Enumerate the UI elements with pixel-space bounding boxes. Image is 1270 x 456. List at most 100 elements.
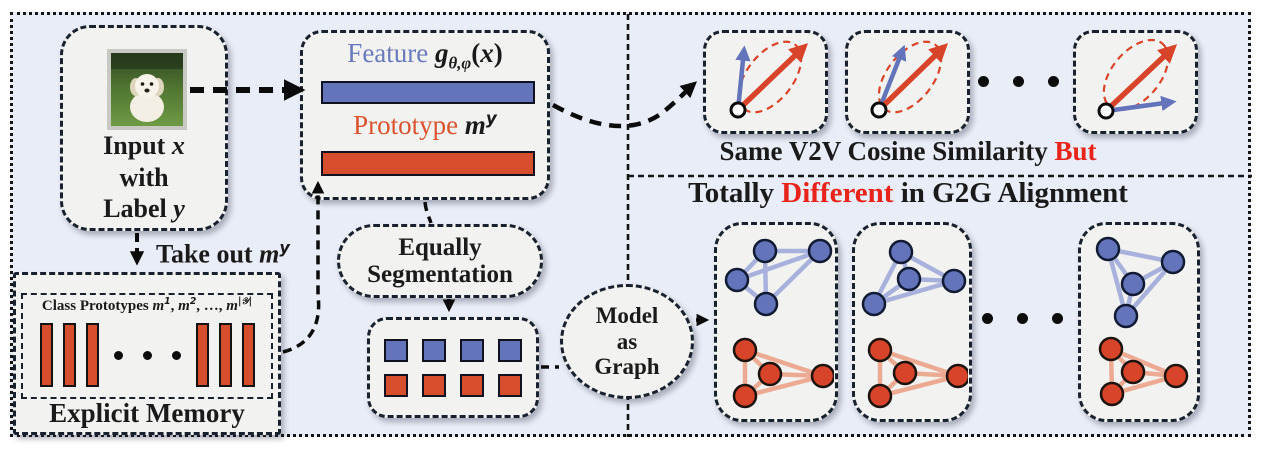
prototype-segments-row (370, 374, 536, 397)
feature-prototype-box: Feature gθ,φ(x) Prototype my (300, 30, 550, 200)
feature-title: Feature gθ,φ(x) (303, 38, 547, 73)
memory-s2: 2 (189, 296, 197, 307)
vector-pair-1 (729, 40, 809, 119)
prototype-title: Prototype my (303, 108, 547, 141)
v2v-caption: Same V2V Cosine Similarity But (630, 136, 1186, 167)
feature-segment (498, 339, 522, 362)
feature-vector-arrow (735, 45, 751, 111)
memory-s1: 1 (164, 296, 171, 307)
ellipsis-dot (171, 350, 181, 360)
prototype-bars (23, 321, 271, 389)
class-prototypes-title: Class Prototypes m1, m2, …, m|𝒴| (23, 296, 271, 315)
prototype-bar (85, 323, 99, 387)
input-var-x: x (171, 131, 185, 160)
equally-segmentation-node: Equally Segmentation (337, 224, 543, 298)
feature-vector-bar (321, 81, 535, 104)
memory-m2: m (178, 298, 190, 314)
similarity-ellipse (1102, 38, 1170, 112)
feature-segment (384, 339, 408, 362)
equally-line: Equally (398, 234, 482, 261)
prototype-sup-y: y (485, 108, 497, 128)
red-graph-nodes (732, 337, 834, 409)
segments-box (367, 317, 539, 418)
paren-open: ( (471, 38, 481, 68)
dog-photo (107, 49, 187, 130)
explicit-memory-box: Class Prototypes m1, m2, …, m|𝒴| Explici… (13, 272, 281, 435)
memory-c1: , (170, 298, 179, 314)
feature-vector-arrow (876, 44, 907, 111)
g2g-caption-post: in G2G Alignment (900, 177, 1128, 209)
graph-line: Graph (594, 354, 660, 380)
take-out-var-m: m (259, 239, 280, 269)
ellipsis-dot (1017, 313, 1028, 324)
ellipsis-dot (1048, 76, 1059, 87)
graph-pair-1 (724, 238, 834, 409)
feature-formula-g: g (435, 38, 449, 68)
v2v-caption-text: Same V2V Cosine Similarity (719, 136, 1048, 166)
prototype-vector-arrow (736, 43, 809, 112)
vector-pair-3 (1097, 38, 1178, 120)
ellipsis-dots-top (978, 76, 1059, 87)
graph-pair-2 (861, 239, 968, 409)
g2g-caption: Totally Different in G2G Alignment (630, 177, 1186, 210)
take-out-text: Take out (156, 239, 253, 269)
feature-formula-sub: θ,φ (448, 53, 472, 73)
prototype-bar (218, 323, 232, 387)
vector-pair-panel-2 (845, 30, 970, 134)
prototype-bar (195, 323, 209, 387)
ellipsis-dot (142, 350, 152, 360)
memory-c2: , …, (196, 298, 227, 314)
prototype-segment (384, 374, 408, 397)
as-line: as (616, 328, 638, 354)
prototype-var-m: m (464, 110, 486, 140)
model-line: Model (595, 302, 659, 328)
origin-point (729, 101, 747, 119)
memory-s3: |𝒴| (237, 296, 253, 307)
feature-segment (422, 339, 446, 362)
blue-graph-edges (735, 248, 822, 306)
ellipsis-dot (1052, 313, 1063, 324)
input-label: Input x with Label y (63, 130, 225, 225)
feature-word: Feature (347, 38, 429, 68)
ellipsis-dots-bottom (982, 313, 1063, 324)
input-word-label: Label (103, 194, 167, 224)
vector-pair-panel-1 (703, 30, 828, 134)
red-graph-nodes (867, 337, 968, 409)
blue-graph-nodes (861, 239, 967, 317)
memory-m3: m (226, 298, 238, 314)
input-sample-box: Input x with Label y (60, 25, 228, 231)
graph-pair-panel-1 (714, 222, 838, 422)
ellipsis-dot (1013, 76, 1024, 87)
prototype-vector-arrow (877, 43, 949, 112)
origin-point (1097, 102, 1115, 120)
red-graph-nodes (1098, 336, 1189, 407)
vector-pair-2 (870, 40, 949, 119)
graph-pair-panel-2 (852, 222, 972, 422)
prototype-bar (241, 323, 255, 387)
feature-vector-arrow (1105, 95, 1177, 114)
feature-formula-x: x (480, 38, 494, 68)
vector-pair-panel-3 (1073, 30, 1198, 134)
origin-point (870, 101, 888, 119)
paren-close: ) (493, 38, 503, 68)
prototype-bar (39, 323, 53, 387)
ellipsis-dot (113, 350, 123, 360)
segmentation-line: Segmentation (367, 261, 513, 288)
class-prototypes-box: Class Prototypes m1, m2, …, m|𝒴| (21, 293, 273, 399)
prototype-word: Prototype (353, 110, 459, 140)
feature-segment (460, 339, 484, 362)
memory-m1: m (152, 298, 165, 314)
ellipsis-dot (978, 76, 989, 87)
input-var-y: y (173, 194, 185, 224)
input-word: Input (103, 131, 166, 160)
take-out-label: Take out my (156, 238, 290, 270)
graph-pair-panel-3 (1078, 222, 1200, 422)
take-out-sup-y: y (279, 238, 290, 257)
graph-pair-3 (1095, 236, 1189, 407)
g2g-caption-different: Different (781, 177, 894, 209)
ellipsis-dot (982, 313, 993, 324)
prototype-bar (62, 323, 76, 387)
input-word-with: with (119, 162, 169, 192)
feature-segments-row (370, 339, 536, 362)
prototype-segment (422, 374, 446, 397)
